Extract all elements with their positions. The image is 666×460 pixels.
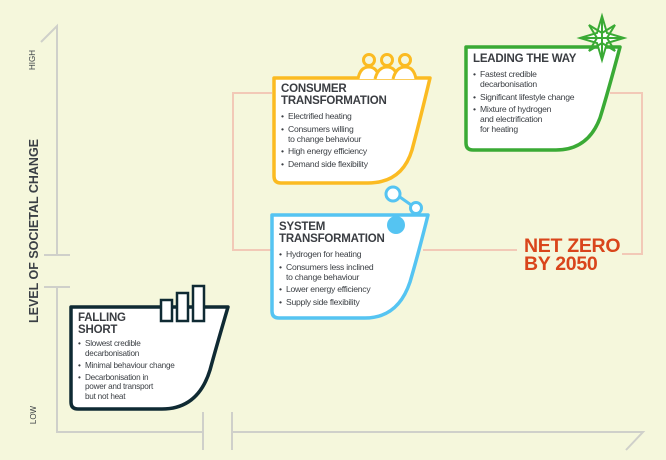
y-axis-low-label: LOW (29, 405, 38, 425)
bullet-item: Consumers willing to change behaviour (281, 124, 416, 144)
bullet-item: Minimal behaviour change (78, 361, 208, 371)
y-axis (40, 23, 203, 433)
system-transformation-bullets: Hydrogen for heating Consumers less incl… (279, 249, 414, 307)
bullet-item: Electrified heating (281, 111, 416, 121)
bullet-item: Lower energy efficiency (279, 284, 414, 294)
bullet-item: Hydrogen for heating (279, 249, 414, 259)
net-zero-bracket (232, 92, 643, 255)
falling-short-content: FALLING SHORT Slowest credible decarboni… (78, 312, 208, 404)
bullet-item: Demand side flexibility (281, 159, 416, 169)
y-axis-high-label: HIGH (28, 50, 37, 70)
consumer-transformation-content: CONSUMER TRANSFORMATION Electrified heat… (281, 83, 416, 171)
consumer-transformation-bullets: Electrified heating Consumers willing to… (281, 111, 416, 169)
system-transformation-content: SYSTEM TRANSFORMATION Hydrogen for heati… (279, 221, 414, 309)
bullet-item: Fastest credible decarbonisation (473, 69, 608, 89)
bullet-item: Supply side flexibility (279, 297, 414, 307)
compass-star-icon (576, 12, 628, 64)
leading-the-way-content: LEADING THE WAY Fastest credible decarbo… (473, 53, 608, 137)
leading-the-way-title: LEADING THE WAY (473, 53, 577, 65)
falling-short-title: FALLING SHORT (78, 312, 126, 336)
system-transformation-title: SYSTEM TRANSFORMATION (279, 221, 385, 245)
consumer-transformation-title: CONSUMER TRANSFORMATION (281, 83, 387, 107)
x-axis (202, 412, 646, 451)
bullet-item: Consumers less inclined to change behavi… (279, 262, 414, 282)
people-icon (356, 53, 418, 80)
leading-the-way-bullets: Fastest credible decarbonisation Signifi… (473, 69, 608, 134)
bullet-item: Significant lifestyle change (473, 92, 608, 102)
falling-short-bullets: Slowest credible decarbonisation Minimal… (78, 339, 208, 401)
bullet-item: High energy efficiency (281, 146, 416, 156)
bullet-item: Slowest credible decarbonisation (78, 339, 208, 358)
bar-chart-icon (159, 284, 206, 323)
net-zero-label: NET ZERO BY 2050 (524, 235, 621, 275)
molecule-icon (384, 185, 423, 234)
bullet-item: Mixture of hydrogen and electrification … (473, 104, 608, 134)
y-axis-title: LEVEL OF SOCIETAL CHANGE (27, 138, 41, 324)
bullet-item: Decarbonisation in power and transport b… (78, 373, 208, 402)
